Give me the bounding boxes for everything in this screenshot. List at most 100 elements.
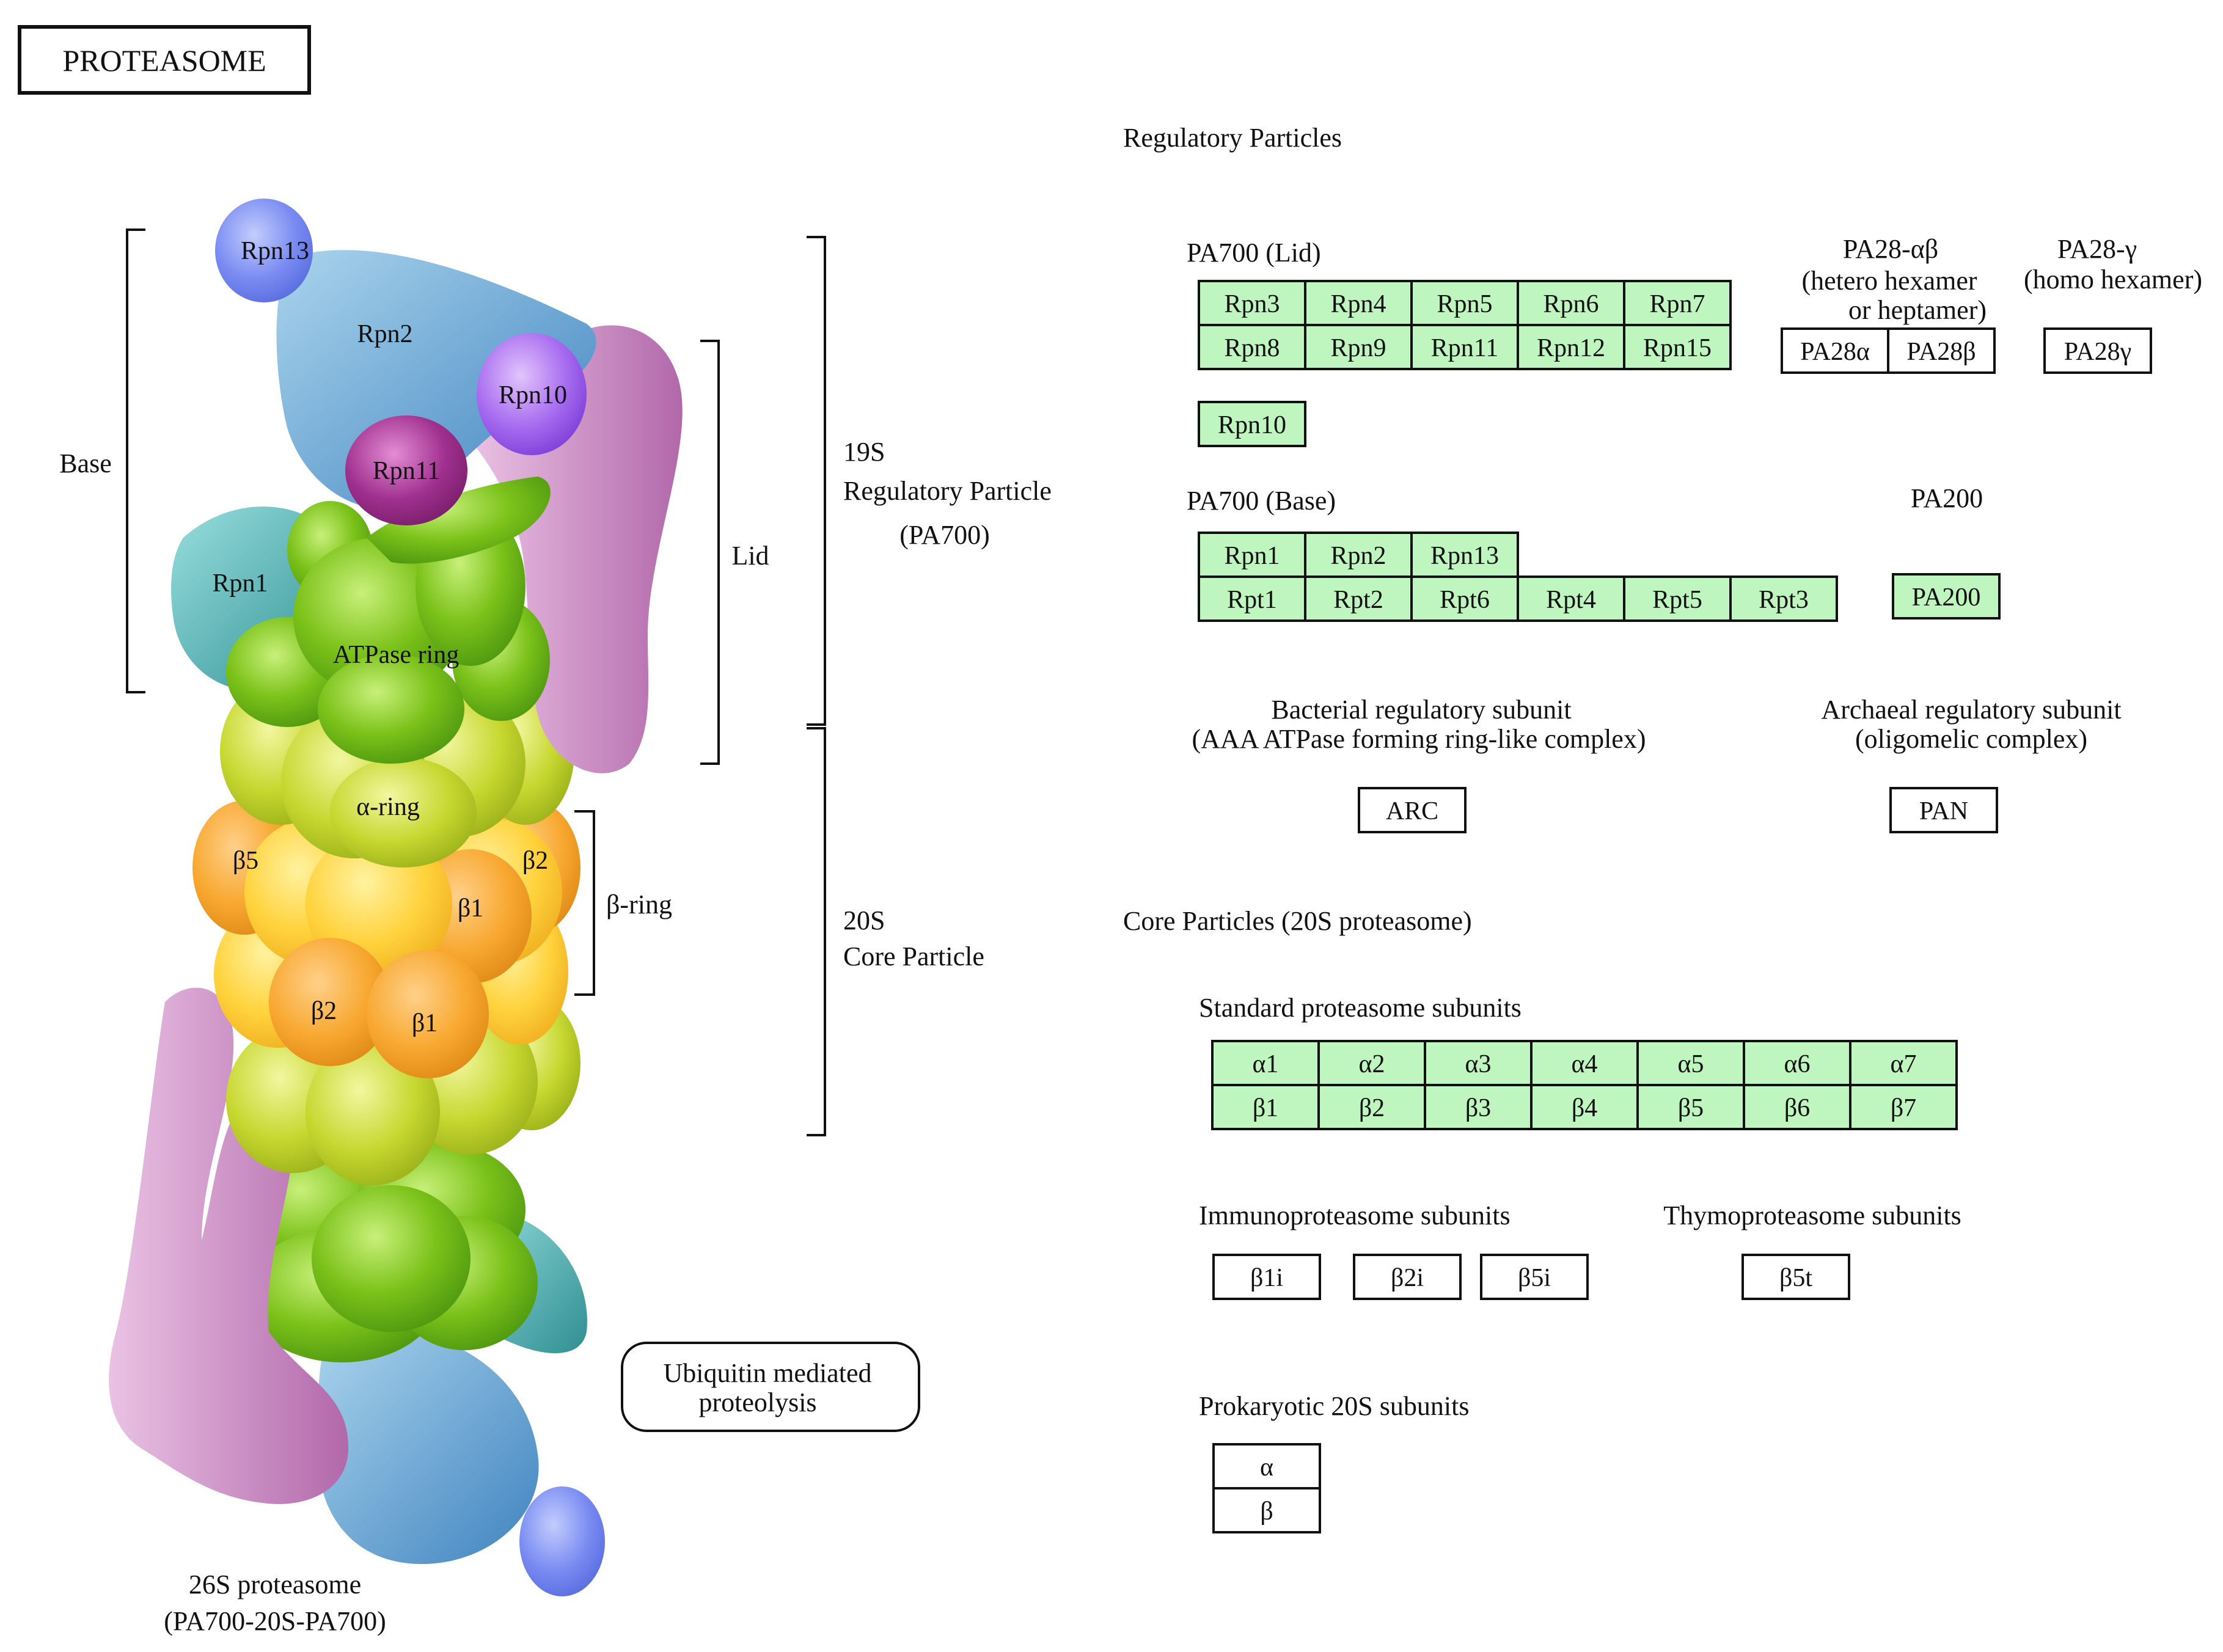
gene-box-label: PA28α [1800,338,1870,366]
gene-box-pa28beta[interactable]: PA28β [1887,327,1996,374]
gene-box-rpn7[interactable]: Rpn7 [1623,280,1732,326]
gene-box-alpha[interactable]: α [1212,1443,1321,1489]
gene-box-rpn15[interactable]: Rpn15 [1623,324,1732,370]
gene-box-beta7[interactable]: β7 [1849,1084,1958,1130]
regulatory-heading: Regulatory Particles [1123,123,1342,153]
gene-box-beta4[interactable]: β4 [1530,1084,1639,1130]
beta5-label: β5 [233,847,258,875]
gene-box-label: β2i [1391,1264,1424,1292]
gene-box-beta[interactable]: β [1212,1487,1321,1533]
gene-box-alpha3[interactable]: α3 [1424,1040,1533,1086]
pa200-grid: PA200 [1892,573,2001,620]
beta2-lower-label: β2 [311,997,337,1025]
p19s-line2: Regulatory Particle [843,476,1052,506]
bacterial-heading-line2: (AAA ATPase forming ring-like complex) [1192,724,1646,754]
gene-box-rpn10[interactable]: Rpn10 [1198,401,1306,447]
gene-box-beta2i[interactable]: β2i [1353,1254,1462,1300]
gene-box-frame [1741,1254,1850,1300]
gene-box-label: α1 [1252,1050,1278,1078]
gene-box-pa28alpha[interactable]: PA28α [1781,327,1889,374]
gene-box-pan[interactable]: PAN [1889,787,1998,833]
gene-box-frame [1623,324,1732,370]
gene-box-frame [1212,1443,1321,1489]
p19s-line3: (PA700) [899,520,990,550]
gene-box-rpt4[interactable]: Rpt4 [1517,576,1625,622]
gene-box-frame [1410,532,1519,578]
gene-box-rpn13[interactable]: Rpn13 [1410,532,1519,578]
gene-box-alpha1[interactable]: α1 [1211,1040,1320,1086]
gene-box-beta5[interactable]: β5 [1636,1084,1745,1130]
gene-box-rpt2[interactable]: Rpt2 [1304,576,1413,622]
base-bracket [126,228,145,693]
gene-box-label: PA28γ [2064,338,2131,366]
gene-box-alpha7[interactable]: α7 [1849,1040,1958,1086]
gene-box-label: Rpt1 [1227,586,1277,614]
gene-box-beta3[interactable]: β3 [1424,1084,1533,1130]
gene-box-rpn12[interactable]: Rpn12 [1517,324,1625,370]
gene-box-rpt3[interactable]: Rpt3 [1729,576,1838,622]
gene-box-frame [1198,532,1306,578]
gene-box-label: Rpn13 [1430,542,1499,570]
gene-box-rpt5[interactable]: Rpt5 [1623,576,1732,622]
gene-box-label: Rpt6 [1440,586,1490,614]
prok-heading: Prokaryotic 20S subunits [1199,1391,1469,1421]
gene-box-rpn9[interactable]: Rpn9 [1304,324,1413,370]
beta1-upper-label: β1 [458,894,483,923]
gene-box-beta5i[interactable]: β5i [1480,1254,1589,1300]
gene-box-rpn11[interactable]: Rpn11 [1410,324,1519,370]
gene-box-label: β4 [1572,1094,1597,1122]
gene-box-frame [1729,576,1838,622]
beta-ring-bracket [574,810,595,996]
gene-box-frame [1424,1084,1533,1130]
gene-box-frame [1198,401,1306,447]
gene-box-label: Rpn3 [1224,290,1280,318]
lid-bracket [700,340,720,765]
gene-box-arc[interactable]: ARC [1358,787,1467,833]
gene-box-alpha6[interactable]: α6 [1743,1040,1851,1086]
gene-box-frame [1892,573,2001,620]
gene-box-frame [1212,1254,1321,1300]
ubiquitin-mediated-proteolysis-link[interactable]: Ubiquitin mediated proteolysis [621,1342,920,1432]
gene-box-pa200[interactable]: PA200 [1892,573,2001,620]
gene-box-label: Rpn12 [1537,334,1605,362]
gene-box-rpn1[interactable]: Rpn1 [1198,532,1306,578]
gene-box-frame [1743,1084,1851,1130]
gene-box-beta1[interactable]: β1 [1211,1084,1320,1130]
gene-box-beta1i[interactable]: β1i [1212,1254,1321,1300]
gene-box-frame [1849,1084,1958,1130]
gene-box-pa28gamma[interactable]: PA28γ [2043,327,2152,374]
gene-box-beta2[interactable]: β2 [1317,1084,1426,1130]
gene-box-alpha2[interactable]: α2 [1317,1040,1426,1086]
rpn1-label: Rpn1 [212,569,268,598]
beta-ring-label: β-ring [606,890,672,919]
gene-box-rpn6[interactable]: Rpn6 [1517,280,1625,326]
archaeal-heading-line1: Archaeal regulatory subunit [1821,695,2121,725]
gene-box-frame [1480,1254,1589,1300]
gene-box-frame [1211,1084,1320,1130]
gene-box-beta5t[interactable]: β5t [1741,1254,1850,1300]
gene-box-label: β2 [1359,1094,1385,1122]
gene-box-alpha5[interactable]: α5 [1636,1040,1745,1086]
map-title: PROTEASOME [62,43,266,78]
p20s-line1: 20S [843,905,885,935]
gene-box-rpn3[interactable]: Rpn3 [1198,280,1306,326]
gene-box-rpt6[interactable]: Rpt6 [1410,576,1519,622]
immuno-heading: Immunoproteasome subunits [1199,1201,1511,1230]
rpn11-blob [345,415,467,525]
archaeal-heading-line2: (oligomelic complex) [1855,724,2087,754]
gene-box-label: PAN [1919,797,1968,825]
beta1-lower-label: β1 [412,1009,438,1037]
gene-box-rpn4[interactable]: Rpn4 [1304,280,1413,326]
gene-box-alpha4[interactable]: α4 [1530,1040,1639,1086]
gene-box-label: Rpn5 [1437,290,1492,318]
base-label: Base [59,448,112,478]
core-heading: Core Particles (20S proteasome) [1123,906,1472,936]
gene-box-rpn2[interactable]: Rpn2 [1304,532,1413,578]
gene-box-beta6[interactable]: β6 [1743,1084,1851,1130]
gene-box-rpt1[interactable]: Rpt1 [1198,576,1306,622]
gene-box-rpn5[interactable]: Rpn5 [1410,280,1519,326]
gene-box-rpn8[interactable]: Rpn8 [1198,324,1306,370]
